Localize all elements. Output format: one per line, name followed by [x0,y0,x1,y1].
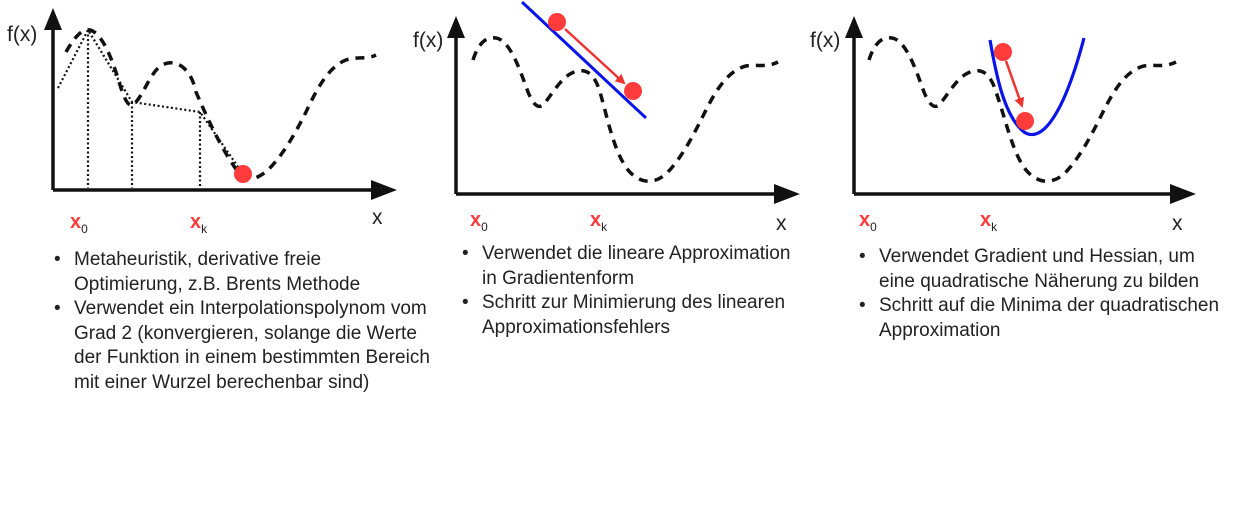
xk-label-sub: k [201,222,208,236]
bullet-item: Verwendet die lineare Approximation in G… [460,242,810,291]
quadratic-approximation-curve [988,37,1086,137]
next-point [624,82,642,100]
bullet-item: Verwendet Gradient und Hessian, um eine … [857,245,1227,294]
step-arrow [1004,60,1025,108]
xk-label-sub: k [601,220,608,234]
panel-gradient: f(x) x x0 xk [413,0,800,235]
panel-newton: f(x) x x0 xk [810,16,1196,235]
next-point [1016,112,1034,130]
start-point [994,43,1012,61]
x0-label: x0 [70,211,88,236]
panel-brent: f(x) x x0 xk [7,8,397,236]
y-axis-arrowhead [447,16,465,38]
panel-gradient-description: Verwendet die lineare Approximation in G… [460,242,810,340]
step-arrow [564,28,626,85]
y-axis-arrowhead [44,8,62,30]
axes [852,34,1176,196]
start-point [548,13,566,31]
bullet-list: Verwendet Gradient und Hessian, um eine … [857,245,1227,343]
xk-label-sub: k [991,220,998,234]
bullet-item: Verwendet ein Interpolationspolynom vom … [52,297,432,395]
x-axis-arrowhead [371,180,397,200]
x-axis-arrowhead [1170,184,1196,204]
x0-label-base: x [470,209,481,231]
x-axis-label: x [372,206,383,229]
xk-label-base: x [590,209,601,231]
x0-label: x0 [859,209,877,234]
xk-label: xk [590,209,608,234]
x0-label: x0 [470,209,488,234]
x0-label-base: x [859,209,870,231]
y-axis-label: f(x) [810,29,840,52]
x-axis-label: x [776,212,787,235]
x0-label-base: x [70,211,81,233]
x-axis-arrowhead [774,184,800,204]
bullet-item: Schritt zur Minimierung des linearen App… [460,291,810,340]
current-point [234,165,252,183]
bullet-list: Metaheuristik, derivative freie Optimier… [52,248,432,395]
axes [51,26,380,192]
x0-label-sub: 0 [81,222,88,236]
xk-label-base: x [190,211,201,233]
linear-approximation-line [520,0,648,120]
y-axis-label: f(x) [413,29,443,52]
panel-brent-description: Metaheuristik, derivative freie Optimier… [52,248,432,395]
x-axis-label: x [1172,212,1183,235]
function-curve [867,35,1177,183]
function-curve [64,28,377,181]
xk-label: xk [190,211,208,236]
bullet-item: Metaheuristik, derivative freie Optimier… [52,248,432,297]
interpolation-polygon [57,27,244,188]
panel-newton-description: Verwendet Gradient und Hessian, um eine … [857,245,1227,343]
bullet-item: Schritt auf die Minima der quadratischen… [857,294,1227,343]
function-curve [471,35,779,183]
x0-label-sub: 0 [870,220,877,234]
xk-label-base: x [980,209,991,231]
x0-label-sub: 0 [481,220,488,234]
axes [454,34,780,196]
xk-label: xk [980,209,998,234]
bullet-list: Verwendet die lineare Approximation in G… [460,242,810,340]
y-axis-label: f(x) [7,23,37,46]
y-axis-arrowhead [845,16,863,38]
